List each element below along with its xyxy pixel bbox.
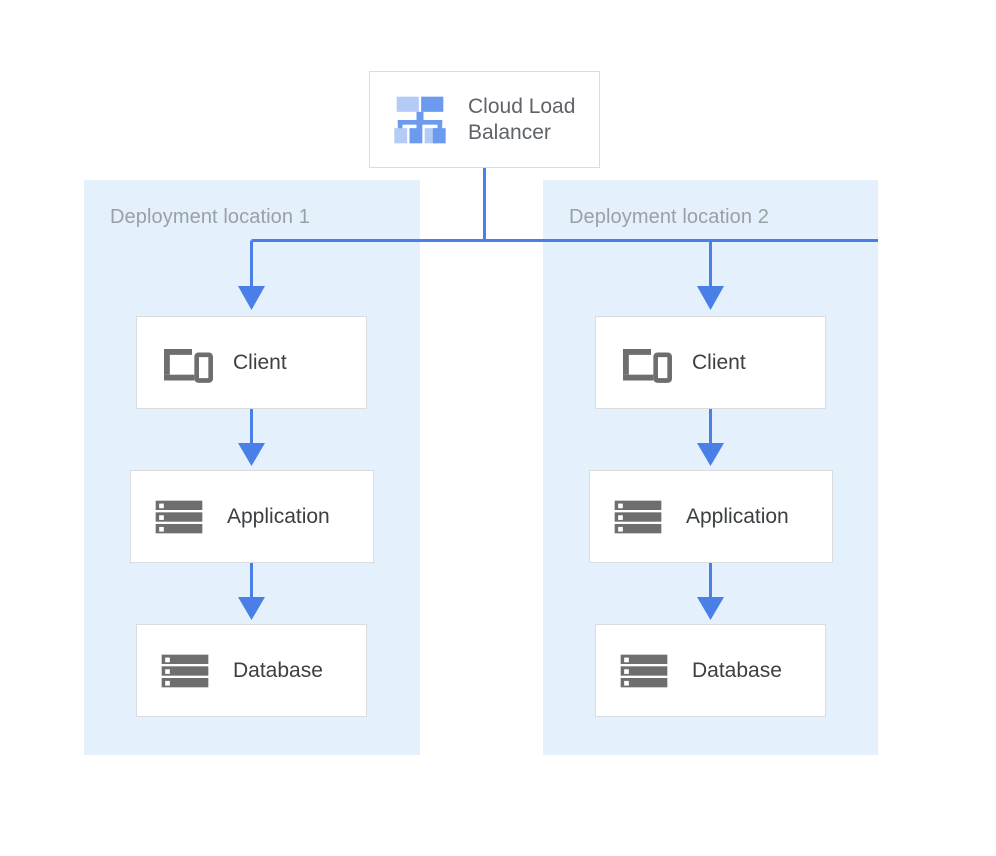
node-label: Database: [692, 658, 782, 682]
server-stack-icon: [161, 654, 209, 687]
node-label: Application: [227, 504, 330, 528]
node-client-location-2[interactable]: Client: [595, 316, 826, 409]
node-label: Application: [686, 504, 789, 528]
deployment-zone-1-label: Deployment location 1: [110, 206, 310, 228]
node-database-location-1[interactable]: Database: [136, 624, 367, 717]
server-stack-icon: [155, 500, 203, 533]
node-application-location-1[interactable]: Application: [130, 470, 374, 563]
node-label: Database: [233, 658, 323, 682]
node-label: Cloud Load Balancer: [468, 94, 576, 144]
server-stack-icon: [620, 654, 668, 687]
cloud-load-balancer-icon: [394, 96, 446, 143]
node-client-location-1[interactable]: Client: [136, 316, 367, 409]
node-label: Client: [692, 350, 746, 374]
client-devices-icon: [623, 348, 672, 383]
node-label: Client: [233, 350, 287, 374]
node-database-location-2[interactable]: Database: [595, 624, 826, 717]
server-stack-icon: [614, 500, 662, 533]
deployment-zone-2-label: Deployment location 2: [569, 206, 769, 228]
client-devices-icon: [164, 348, 213, 383]
node-application-location-2[interactable]: Application: [589, 470, 833, 563]
node-cloud-load-balancer[interactable]: Cloud Load Balancer: [369, 71, 600, 168]
